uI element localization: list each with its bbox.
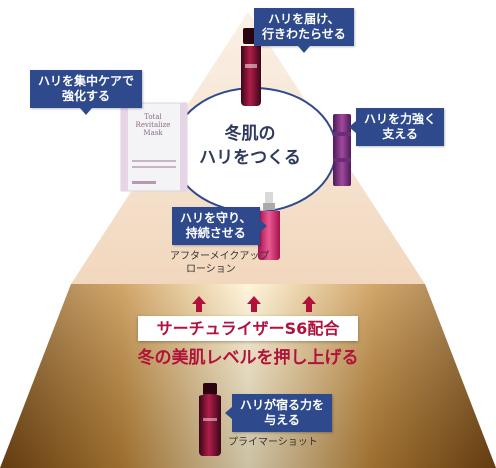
up-arrow-left [192, 296, 206, 312]
center-title: 冬肌の ハリをつくる [199, 124, 301, 168]
tag-primer: ハリが宿る力を 与える [224, 394, 333, 432]
tag-left-mask: ハリを集中ケアで 強化する [30, 70, 143, 115]
purple-stick-image [333, 114, 351, 186]
up-arrow-right [302, 296, 316, 312]
slogan: 冬の美肌レベルを押し上げる [137, 348, 359, 368]
mask-sachet-image [120, 102, 188, 192]
primer-shot-bottle-image [199, 383, 221, 456]
tag-spray: ハリを守り、 持続させる [172, 207, 267, 245]
mask-package-text: Total Revitalize Mask [135, 113, 171, 137]
caption-primer-shot: プライマーショット [228, 437, 318, 448]
up-arrow-center [247, 296, 261, 312]
caption-after-makeup-lotion: アフターメイクアップ ローション [170, 251, 270, 275]
tag-top-serum: ハリを届け、 行きわたらせる [254, 8, 354, 53]
tag-right-stick: ハリを力強く 支える [348, 108, 445, 146]
sirtuizer-s6-banner: サーチュライザーS6配合 [138, 316, 358, 341]
